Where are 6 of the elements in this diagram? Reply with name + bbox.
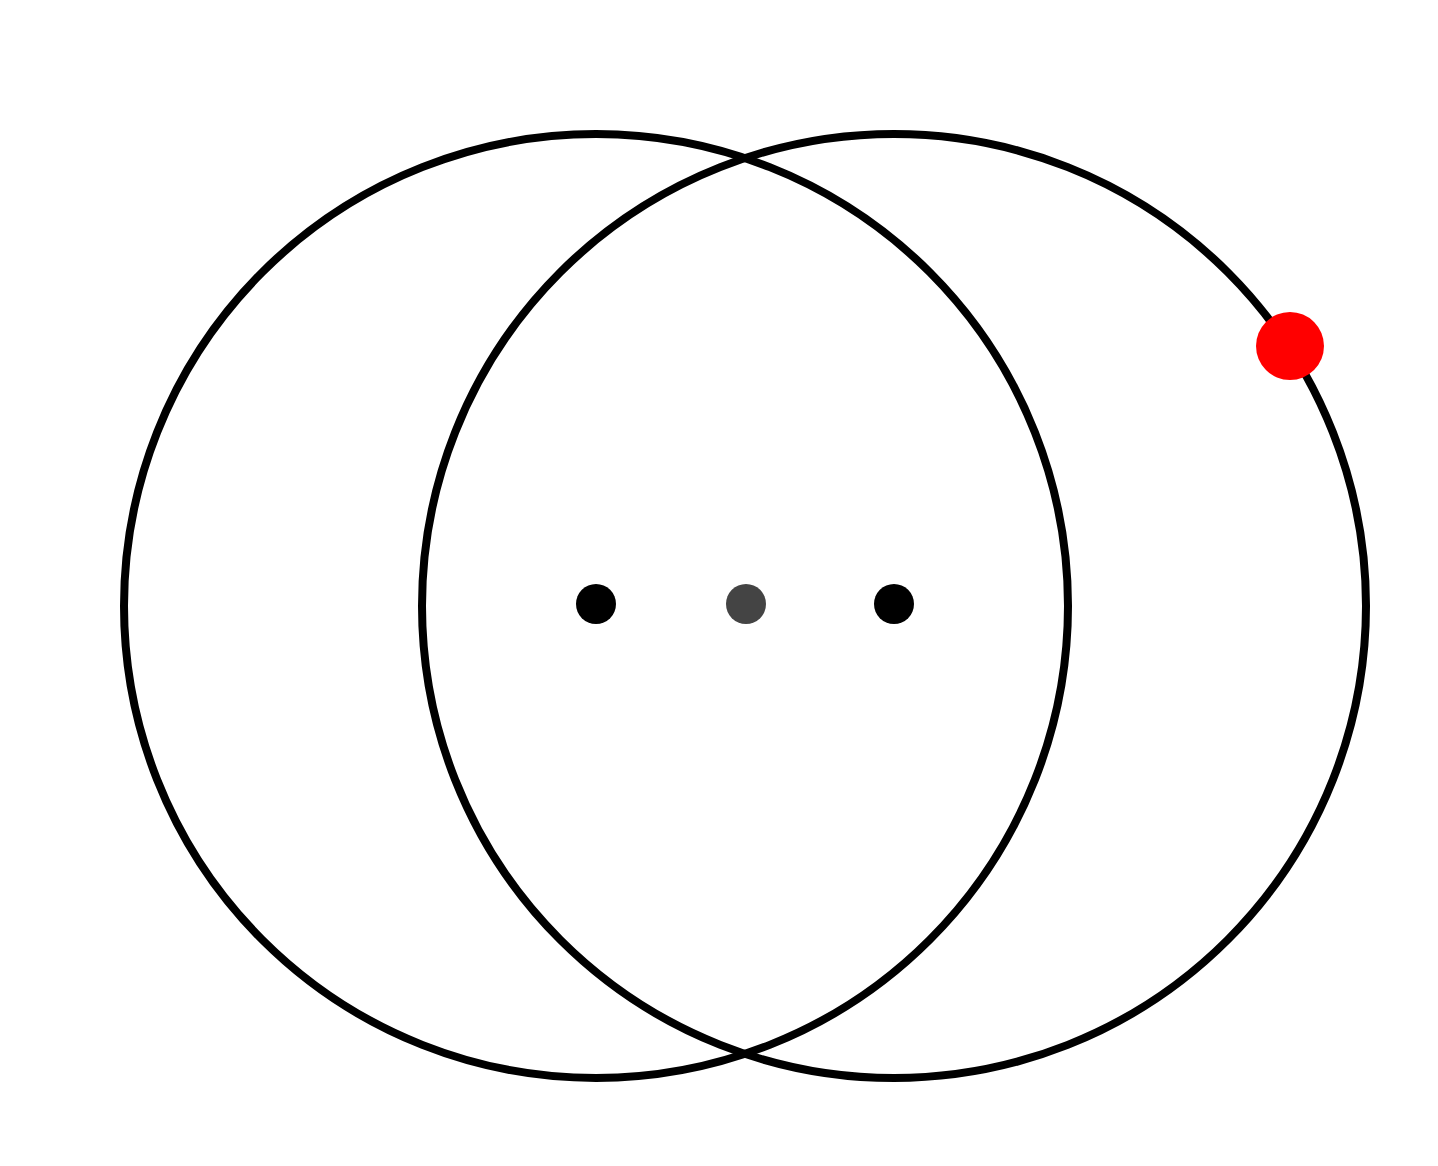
circle-outline xyxy=(120,130,1072,1082)
circle-outline xyxy=(418,130,1370,1082)
center-dot xyxy=(726,584,766,624)
center-dot xyxy=(576,584,616,624)
center-dot xyxy=(874,584,914,624)
point-marker xyxy=(1256,312,1324,380)
